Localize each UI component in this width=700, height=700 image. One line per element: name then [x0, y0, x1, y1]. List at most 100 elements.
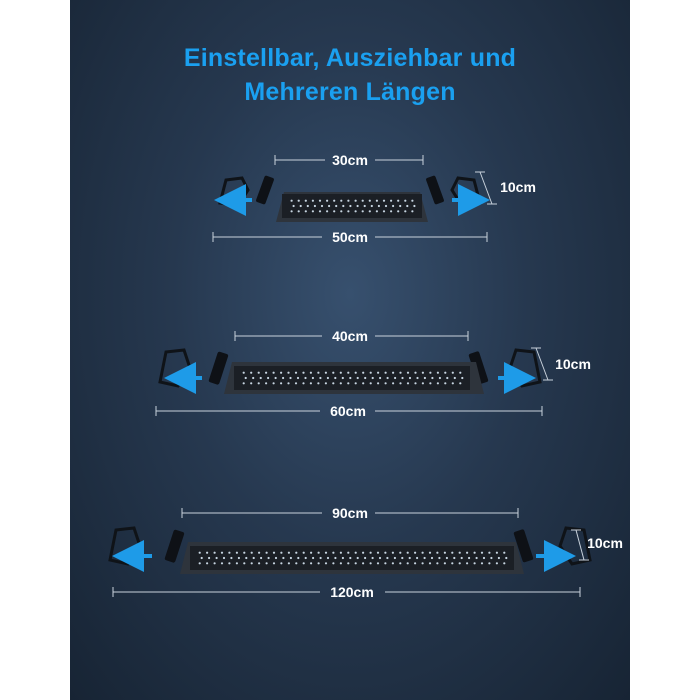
led-dot: [406, 562, 409, 565]
led-dot: [324, 382, 327, 385]
led-dot: [309, 382, 312, 385]
led-dot: [341, 376, 344, 380]
led-dot: [376, 562, 380, 565]
led-dot: [349, 556, 352, 560]
led-dot: [274, 556, 278, 560]
led-dot: [354, 382, 357, 385]
led-dot: [354, 199, 357, 202]
led-dot: [243, 551, 246, 554]
led-dot: [404, 210, 407, 213]
led-dot: [332, 371, 335, 374]
led-dot: [339, 382, 342, 385]
led-dot: [347, 551, 350, 554]
led-dot: [362, 551, 365, 554]
led-dot: [244, 376, 247, 380]
led-dot: [242, 382, 245, 385]
led-dot: [490, 556, 493, 560]
led-dot: [324, 562, 328, 565]
led-dot: [250, 382, 253, 385]
product-image-panel: Einstellbar, Ausziehbar und Mehreren Län…: [70, 0, 630, 700]
led-dot: [459, 382, 462, 385]
led-dot: [228, 551, 231, 554]
led-dot: [391, 562, 394, 565]
led-dot: [326, 556, 330, 560]
led-dot: [339, 371, 342, 374]
led-dot: [339, 562, 342, 565]
led-dot: [397, 199, 400, 202]
led-dot: [354, 371, 357, 374]
led-dot: [299, 204, 302, 208]
led-dot: [370, 204, 373, 208]
led-dot: [356, 204, 359, 208]
led-dot: [495, 551, 498, 554]
led-dot: [397, 210, 400, 213]
led-dot: [436, 551, 439, 554]
led-dot: [200, 556, 203, 560]
led-dot: [324, 551, 328, 554]
led-dot: [369, 551, 372, 554]
led-dot: [237, 556, 240, 560]
led-dot: [294, 371, 298, 374]
led-dot: [473, 551, 476, 554]
led-dot: [339, 551, 342, 554]
led-dot: [292, 204, 295, 208]
led-dot: [399, 562, 402, 565]
led-dot: [230, 556, 233, 560]
led-dot: [482, 556, 486, 560]
led-dot: [379, 376, 382, 380]
led-dot: [375, 210, 378, 213]
led-dot: [446, 376, 449, 380]
led-dot: [220, 562, 224, 565]
led-dot: [341, 556, 344, 560]
led-dot: [215, 556, 218, 560]
led-dot: [320, 204, 324, 208]
led-array-large: [198, 551, 508, 565]
led-dot: [313, 204, 316, 208]
led-dot: [458, 562, 461, 565]
led-dot: [265, 551, 268, 554]
led-dot: [280, 382, 283, 385]
led-dot: [347, 199, 350, 202]
led-dot: [297, 199, 300, 202]
led-dot: [421, 371, 424, 374]
led-dot: [287, 562, 290, 565]
led-dot: [297, 556, 300, 560]
led-dot: [252, 556, 255, 560]
fixture-1-height: 10cm: [500, 179, 536, 195]
led-dot: [362, 382, 365, 385]
fixtures-illustration: [108, 155, 592, 597]
led-dot: [332, 562, 335, 565]
led-dot: [399, 204, 402, 208]
led-dot: [393, 556, 396, 560]
led-dot: [421, 562, 424, 565]
led-dot: [399, 371, 402, 374]
led-dot: [363, 204, 366, 208]
fixture-small: [212, 155, 497, 242]
led-dot: [451, 562, 454, 565]
led-dot: [243, 562, 246, 565]
led-dot: [206, 562, 209, 565]
led-dot: [289, 556, 292, 560]
led-dot: [287, 551, 290, 554]
led-dot: [302, 371, 305, 374]
led-dot: [377, 371, 380, 374]
led-dot: [390, 199, 393, 202]
fixture-2-outer-length: 60cm: [330, 403, 366, 419]
fixture-2-height: 10cm: [555, 356, 591, 372]
led-dot: [311, 210, 314, 213]
led-dot: [503, 551, 506, 554]
fixture-1-outer-length: 50cm: [332, 229, 368, 245]
led-dot: [206, 551, 209, 554]
led-dot: [265, 371, 268, 374]
led-dot: [198, 551, 201, 554]
led-dot: [324, 371, 327, 374]
led-dot: [361, 199, 364, 202]
led-dot: [436, 371, 439, 374]
led-dot: [280, 551, 283, 554]
led-dot: [444, 382, 447, 385]
led-dot: [347, 382, 350, 385]
led-dot: [347, 562, 350, 565]
led-dot: [319, 376, 322, 380]
led-dot: [368, 199, 371, 202]
led-dot: [326, 376, 329, 380]
